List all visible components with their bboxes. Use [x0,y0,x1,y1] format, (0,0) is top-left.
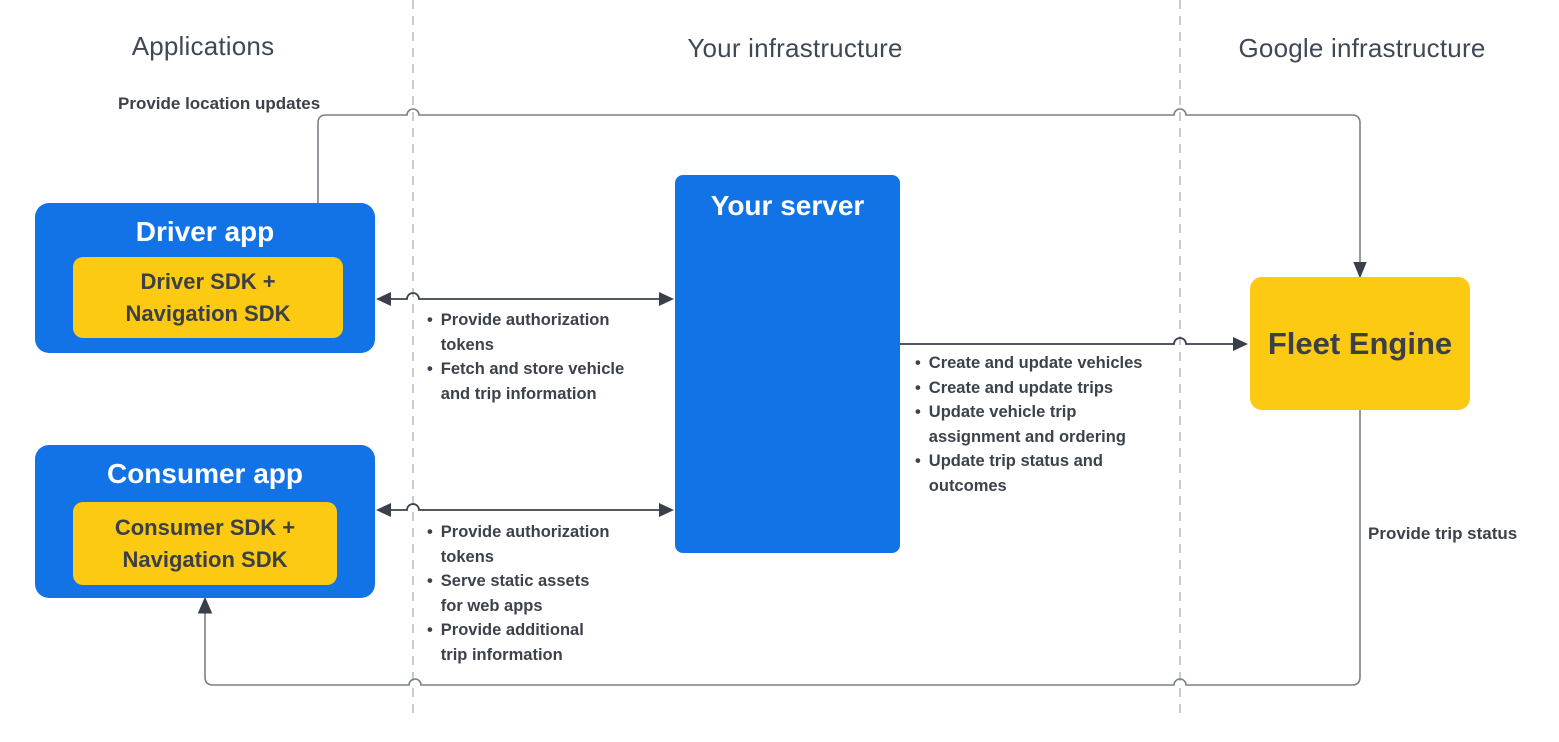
list-item: • Update vehicle trip assignment and ord… [915,400,1195,449]
consumer-app-title: Consumer app [106,458,304,489]
list-item-text: Serve static assets for web apps [440,572,590,615]
arrowhead-consumer-right-edge [376,503,391,517]
list-item-text: Provide additional trip information [440,621,584,664]
consumer-sdk-box: Consumer SDK + Navigation SDK [73,502,337,585]
edge-label-provide-trip-status: Provide trip status [1368,524,1518,543]
list-item: • Serve static assets for web apps [427,569,642,618]
edge-label-provide-location-updates: Provide location updates [118,94,321,113]
edge-provide-location-updates [317,108,1361,263]
bullet-dot: • [915,354,921,372]
driver-app-node: Driver app Driver SDK + Navigation SDK [35,203,375,353]
fleet-engine-title: Fleet Engine [1267,325,1453,361]
list-item: • Update trip status and outcomes [915,449,1195,498]
edge-server-fleet [900,337,1235,345]
bullet-dot: • [427,523,433,541]
consumer-server-bullet-list: • Provide authorization tokens • Serve s… [427,520,642,667]
consumer-sdk-label: Consumer SDK + Navigation SDK [114,514,296,572]
list-item: • Fetch and store vehicle and trip infor… [427,357,642,406]
server-fleet-bullet-list: • Create and update vehicles • Create an… [915,351,1195,498]
fleet-engine-node: Fleet Engine [1250,277,1470,410]
list-item-text: Fetch and store vehicle and trip informa… [440,360,625,403]
list-item-text: Update trip status and outcomes [928,452,1103,495]
list-item-text: Provide authorization tokens [440,523,610,566]
list-item-text: Provide authorization tokens [440,311,610,354]
arrowhead-server-left-edge-top [659,292,674,306]
edge-consumer-server [388,503,662,511]
edge-driver-server [388,292,662,300]
consumer-app-node: Consumer app Consumer SDK + Navigation S… [35,445,375,598]
bullet-dot: • [915,452,921,470]
column-title-applications: Applications [131,31,275,61]
driver-sdk-box: Driver SDK + Navigation SDK [73,257,343,338]
bullet-dot: • [427,360,433,378]
edge-provide-trip-status [204,410,1361,686]
list-item: • Provide authorization tokens [427,520,642,569]
list-item-text: Create and update vehicles [928,354,1143,372]
arrowhead-server-left-edge-bottom [659,503,674,517]
bullet-dot: • [915,378,921,397]
bullet-dot: • [427,572,433,590]
list-item-text: Update vehicle trip assignment and order… [928,403,1126,446]
driver-server-bullet-list: • Provide authorization tokens • Fetch a… [427,308,642,406]
bullet-dot: • [915,403,921,421]
list-item: • Provide additional trip information [427,618,642,667]
column-title-your-infrastructure: Your infrastructure [687,33,903,63]
arrowhead-fleet-top [1353,262,1367,279]
list-item: • Create and update vehicles [915,351,1195,376]
arrowhead-fleet-left-edge [1233,337,1248,351]
arrowhead-driver-right-edge [376,292,391,306]
your-server-node: Your server [675,175,900,553]
bullet-dot: • [427,621,433,639]
bullet-dot: • [427,311,433,329]
list-item: • Create and update trips [915,376,1195,401]
driver-sdk-label: Driver SDK + Navigation SDK [125,268,291,326]
list-item-text: Create and update trips [928,378,1114,397]
column-title-google-infrastructure: Google infrastructure [1238,33,1486,63]
arrowhead-consumer-bottom [197,596,213,614]
list-item: • Provide authorization tokens [427,308,642,357]
driver-app-title: Driver app [135,216,275,247]
your-server-title: Your server [710,190,865,221]
